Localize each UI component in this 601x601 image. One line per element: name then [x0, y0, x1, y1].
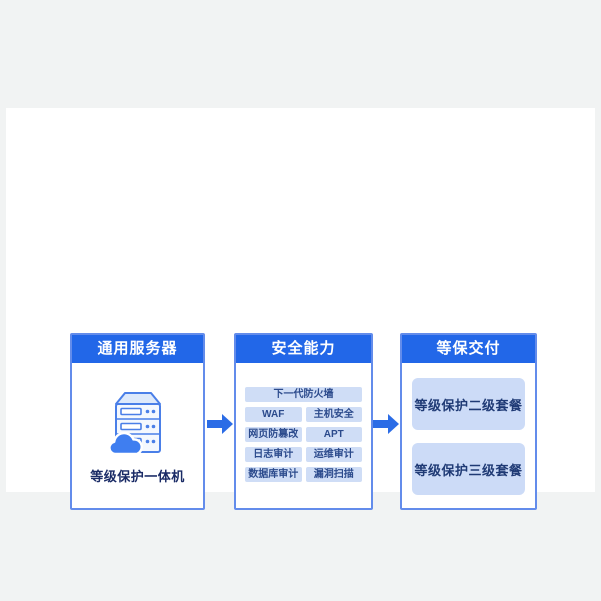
panel-security-capability-title: 安全能力	[236, 335, 371, 363]
right-arrow-2	[373, 414, 399, 434]
server-caption: 等级保护一体机	[90, 469, 185, 484]
capability-tag: 数据库审计	[245, 467, 302, 482]
arrow-head	[222, 414, 233, 434]
capability-tag-grid: 下一代防火墙 WAF 主机安全 网页防篡改 APT 日志审计 运维审计 数据库审…	[236, 363, 371, 482]
capability-tag: WAF	[245, 407, 302, 422]
panel-general-server-title: 通用服务器	[72, 335, 203, 363]
capability-tag: 运维审计	[305, 447, 362, 462]
package-list: 等级保护二级套餐 等级保护三级套餐	[402, 363, 535, 495]
arrow-shaft	[207, 420, 222, 428]
panel-delivery-title: 等保交付	[402, 335, 535, 363]
arrow-shaft	[373, 420, 388, 428]
server-cloud-icon	[107, 392, 161, 456]
capability-tag: 主机安全	[305, 407, 362, 422]
capability-tag: 网页防篡改	[245, 427, 302, 442]
panel-security-capability: 安全能力 下一代防火墙 WAF 主机安全 网页防篡改 APT 日志审计 运维审计…	[234, 333, 373, 510]
panel-general-server: 通用服务器	[70, 333, 205, 510]
package-level2: 等级保护二级套餐	[412, 378, 525, 430]
capability-tag: APT	[305, 427, 362, 442]
package-level3: 等级保护三级套餐	[412, 443, 525, 495]
cloud-icon	[107, 431, 143, 456]
diagram-canvas: 通用服务器	[6, 108, 595, 510]
right-arrow-1	[207, 414, 233, 434]
capability-tag: 日志审计	[245, 447, 302, 462]
arrow-head	[388, 414, 399, 434]
panel-general-server-body: 等级保护一体机	[72, 363, 203, 485]
panel-delivery: 等保交付 等级保护二级套餐 等级保护三级套餐	[400, 333, 537, 510]
capability-tag: 漏洞扫描	[305, 467, 362, 482]
capability-tag: 下一代防火墙	[245, 387, 362, 402]
